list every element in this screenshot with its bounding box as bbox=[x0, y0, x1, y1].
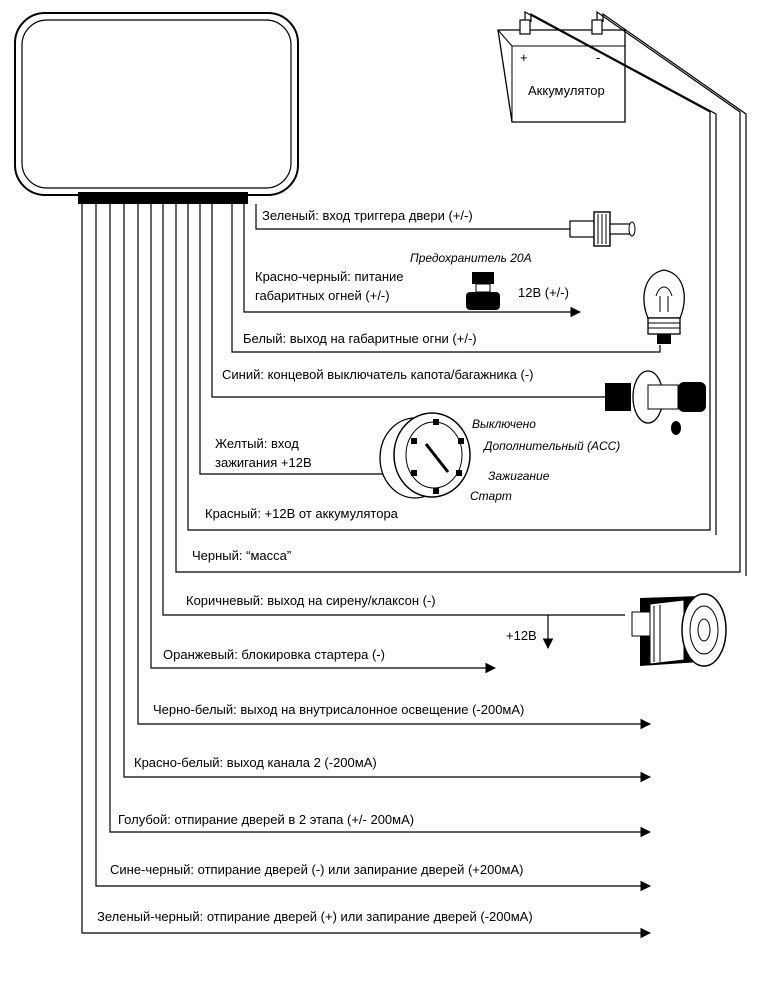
label-orange: Оранжевый: блокировка стартера (-) bbox=[163, 647, 385, 662]
wire-harness-connector bbox=[78, 192, 248, 204]
wire-red-black bbox=[243, 204, 582, 318]
wire-orange bbox=[150, 204, 497, 674]
battery-icon bbox=[497, 19, 626, 123]
ignition-start-label: Старт bbox=[470, 489, 512, 503]
label-green: Зеленый: вход триггера двери (+/-) bbox=[262, 208, 473, 223]
label-yellow-2: зажигания +12В bbox=[215, 455, 312, 470]
label-black: Черный: “масса” bbox=[192, 548, 291, 563]
fuse-output-label: 12В (+/-) bbox=[518, 285, 569, 300]
label-yellow-1: Желтый: вход bbox=[215, 436, 299, 451]
label-blue: Синий: концевой выключатель капота/багаж… bbox=[222, 367, 533, 382]
battery-ground-wire bbox=[175, 10, 747, 576]
label-red: Красный: +12В от аккумулятора bbox=[205, 506, 399, 521]
siren-input-label: +12В bbox=[506, 628, 537, 643]
fuse-label: Предохранитель 20А bbox=[410, 251, 532, 265]
label-brown: Коричневый: выход на сирену/клаксон (-) bbox=[186, 593, 436, 608]
control-unit bbox=[14, 12, 299, 204]
label-blue-black: Сине-черный: отпирание дверей (-) или за… bbox=[110, 862, 524, 877]
hood-switch-icon bbox=[605, 370, 706, 435]
siren-icon bbox=[631, 593, 727, 667]
battery-minus: - bbox=[596, 50, 600, 65]
battery-plus: + bbox=[520, 50, 528, 65]
battery-label: Аккумулятор bbox=[528, 83, 605, 98]
ignition-switch-icon bbox=[379, 412, 471, 499]
wire-green bbox=[255, 204, 570, 230]
wire-light-blue bbox=[109, 204, 652, 838]
label-white: Белый: выход на габаритные огни (+/-) bbox=[243, 331, 477, 346]
wire-green-black bbox=[81, 204, 652, 939]
wire-blue-black bbox=[95, 204, 652, 892]
lamp-icon bbox=[643, 269, 685, 344]
label-red-black-2: габаритных огней (+/-) bbox=[255, 288, 390, 303]
ignition-off-label: Выключено bbox=[472, 417, 536, 431]
label-light-blue: Голубой: отпирание дверей в 2 этапа (+/-… bbox=[118, 812, 414, 827]
wire-brown bbox=[162, 204, 625, 616]
wire-red-white bbox=[123, 204, 652, 783]
door-pin-switch-icon bbox=[569, 211, 636, 247]
label-red-white: Красно-белый: выход канала 2 (-200мА) bbox=[134, 755, 377, 770]
label-green-black: Зеленый-черный: отпирание дверей (+) или… bbox=[97, 909, 533, 924]
wire-yellow bbox=[199, 204, 410, 475]
wire-white bbox=[231, 204, 661, 353]
label-black-white: Черно-белый: выход на внутрисалонное осв… bbox=[153, 702, 524, 717]
wire-black-white bbox=[137, 204, 652, 730]
label-red-black-1: Красно-черный: питание bbox=[255, 269, 404, 284]
fuse-icon bbox=[466, 272, 500, 310]
ignition-acc-label: Дополнительный (ACC) bbox=[482, 439, 620, 453]
wire-blue bbox=[211, 204, 605, 398]
ignition-on-label: Зажигание bbox=[488, 469, 550, 483]
battery-plus-wire bbox=[187, 10, 717, 535]
